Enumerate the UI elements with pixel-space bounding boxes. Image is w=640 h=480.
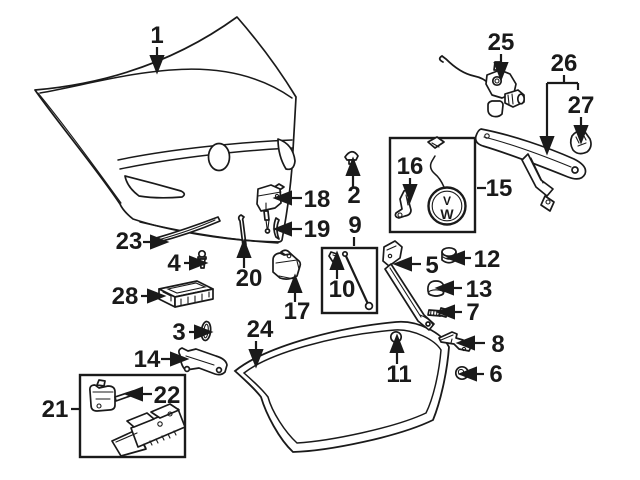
- svg-text:23: 23: [116, 228, 143, 255]
- svg-text:2: 2: [347, 182, 360, 209]
- callout-part-20[interactable]: 20: [236, 238, 263, 292]
- callout-part-27[interactable]: 27: [568, 92, 595, 145]
- callout-part-1[interactable]: 1: [149, 22, 165, 75]
- callout-part-12[interactable]: 12: [445, 246, 501, 273]
- callout-part-2[interactable]: 2: [345, 156, 361, 209]
- part-drawing-28-control-module: [158, 280, 214, 308]
- callout-part-7[interactable]: 7: [435, 299, 480, 326]
- svg-text:27: 27: [568, 92, 595, 119]
- svg-text:18: 18: [304, 186, 331, 213]
- svg-text:12: 12: [474, 246, 501, 273]
- part-drawing-8-striker: [438, 331, 472, 352]
- callout-part-15[interactable]: 15: [477, 175, 512, 202]
- callout-part-22[interactable]: 22: [123, 382, 181, 409]
- part-drawing-25-lock-cylinder: [438, 54, 526, 118]
- part-drawing-26-hinge: [474, 128, 587, 212]
- part-drawing-4-screw: [197, 249, 207, 269]
- callout-part-3[interactable]: 3: [172, 319, 214, 346]
- part-drawing-3-grommet: [200, 320, 212, 342]
- vw-emblem-v: V: [443, 194, 451, 208]
- part-drawing-6-washer: [454, 365, 470, 381]
- svg-text:11: 11: [386, 361, 411, 388]
- callout-part-19[interactable]: 19: [272, 216, 331, 243]
- svg-text:20: 20: [236, 265, 263, 292]
- svg-text:17: 17: [284, 298, 311, 325]
- svg-text:9: 9: [348, 212, 361, 239]
- part-drawing-17-latch: [272, 249, 302, 280]
- callout-part-24[interactable]: 24: [247, 316, 274, 369]
- part-drawing-24-weatherstrip: [233, 320, 450, 453]
- part-drawing-27-clamp: [569, 130, 592, 155]
- svg-text:15: 15: [486, 175, 513, 202]
- callout-part-28[interactable]: 28: [112, 283, 167, 310]
- svg-text:8: 8: [491, 331, 504, 358]
- svg-text:3: 3: [172, 319, 185, 346]
- svg-text:7: 7: [466, 299, 479, 326]
- callout-part-11[interactable]: 11: [386, 333, 412, 388]
- vw-emblem: [427, 186, 467, 226]
- part-drawing-21-latch-assembly: [111, 403, 186, 457]
- part-drawing-7-bolt: [427, 307, 449, 318]
- svg-text:25: 25: [488, 29, 515, 56]
- callout-part-10[interactable]: 10: [329, 250, 356, 303]
- svg-text:22: 22: [154, 382, 181, 409]
- svg-text:6: 6: [489, 361, 502, 388]
- vw-emblem-w: W: [440, 206, 454, 222]
- svg-text:24: 24: [247, 316, 274, 343]
- callout-part-26[interactable]: 26: [539, 50, 580, 156]
- callout-part-17[interactable]: 17: [284, 273, 311, 325]
- svg-text:10: 10: [329, 276, 356, 303]
- part-drawing-12-grommet: [441, 246, 457, 264]
- svg-text:19: 19: [304, 216, 331, 243]
- callout-part-5[interactable]: 5: [392, 252, 439, 279]
- part-drawing-15-emblem-box: V W: [388, 136, 477, 234]
- svg-text:26: 26: [551, 50, 578, 77]
- callout-part-16[interactable]: 16: [397, 153, 424, 204]
- svg-text:28: 28: [112, 283, 139, 310]
- part-drawing-20-lock-rod: [237, 214, 247, 247]
- svg-text:13: 13: [466, 276, 493, 303]
- callout-part-13[interactable]: 13: [434, 276, 493, 303]
- callout-part-25[interactable]: 25: [488, 29, 515, 82]
- callout-part-8[interactable]: 8: [455, 331, 505, 358]
- callout-part-14[interactable]: 14: [134, 346, 190, 373]
- callout-part-9[interactable]: 9: [348, 212, 362, 246]
- svg-text:5: 5: [425, 252, 438, 279]
- callout-part-18[interactable]: 18: [272, 186, 331, 213]
- svg-text:4: 4: [167, 250, 181, 277]
- part-drawing-11-seal-clip: [389, 330, 403, 348]
- callout-part-23[interactable]: 23: [116, 228, 170, 255]
- svg-text:1: 1: [150, 22, 163, 49]
- part-drawing-13-cap-plug: [427, 280, 445, 297]
- callout-part-21[interactable]: 21: [42, 396, 79, 423]
- part-drawing-1-trunk-lid: [34, 16, 297, 244]
- svg-text:16: 16: [397, 153, 424, 180]
- part-drawing-2-push-clip: [344, 150, 359, 167]
- svg-text:21: 21: [42, 396, 69, 423]
- part-drawing-14-bracket: [178, 347, 228, 376]
- part-drawing-21-latch-box: [78, 373, 187, 459]
- callout-part-4[interactable]: 4: [167, 250, 209, 277]
- svg-text:14: 14: [134, 346, 161, 373]
- callout-part-6[interactable]: 6: [457, 361, 503, 388]
